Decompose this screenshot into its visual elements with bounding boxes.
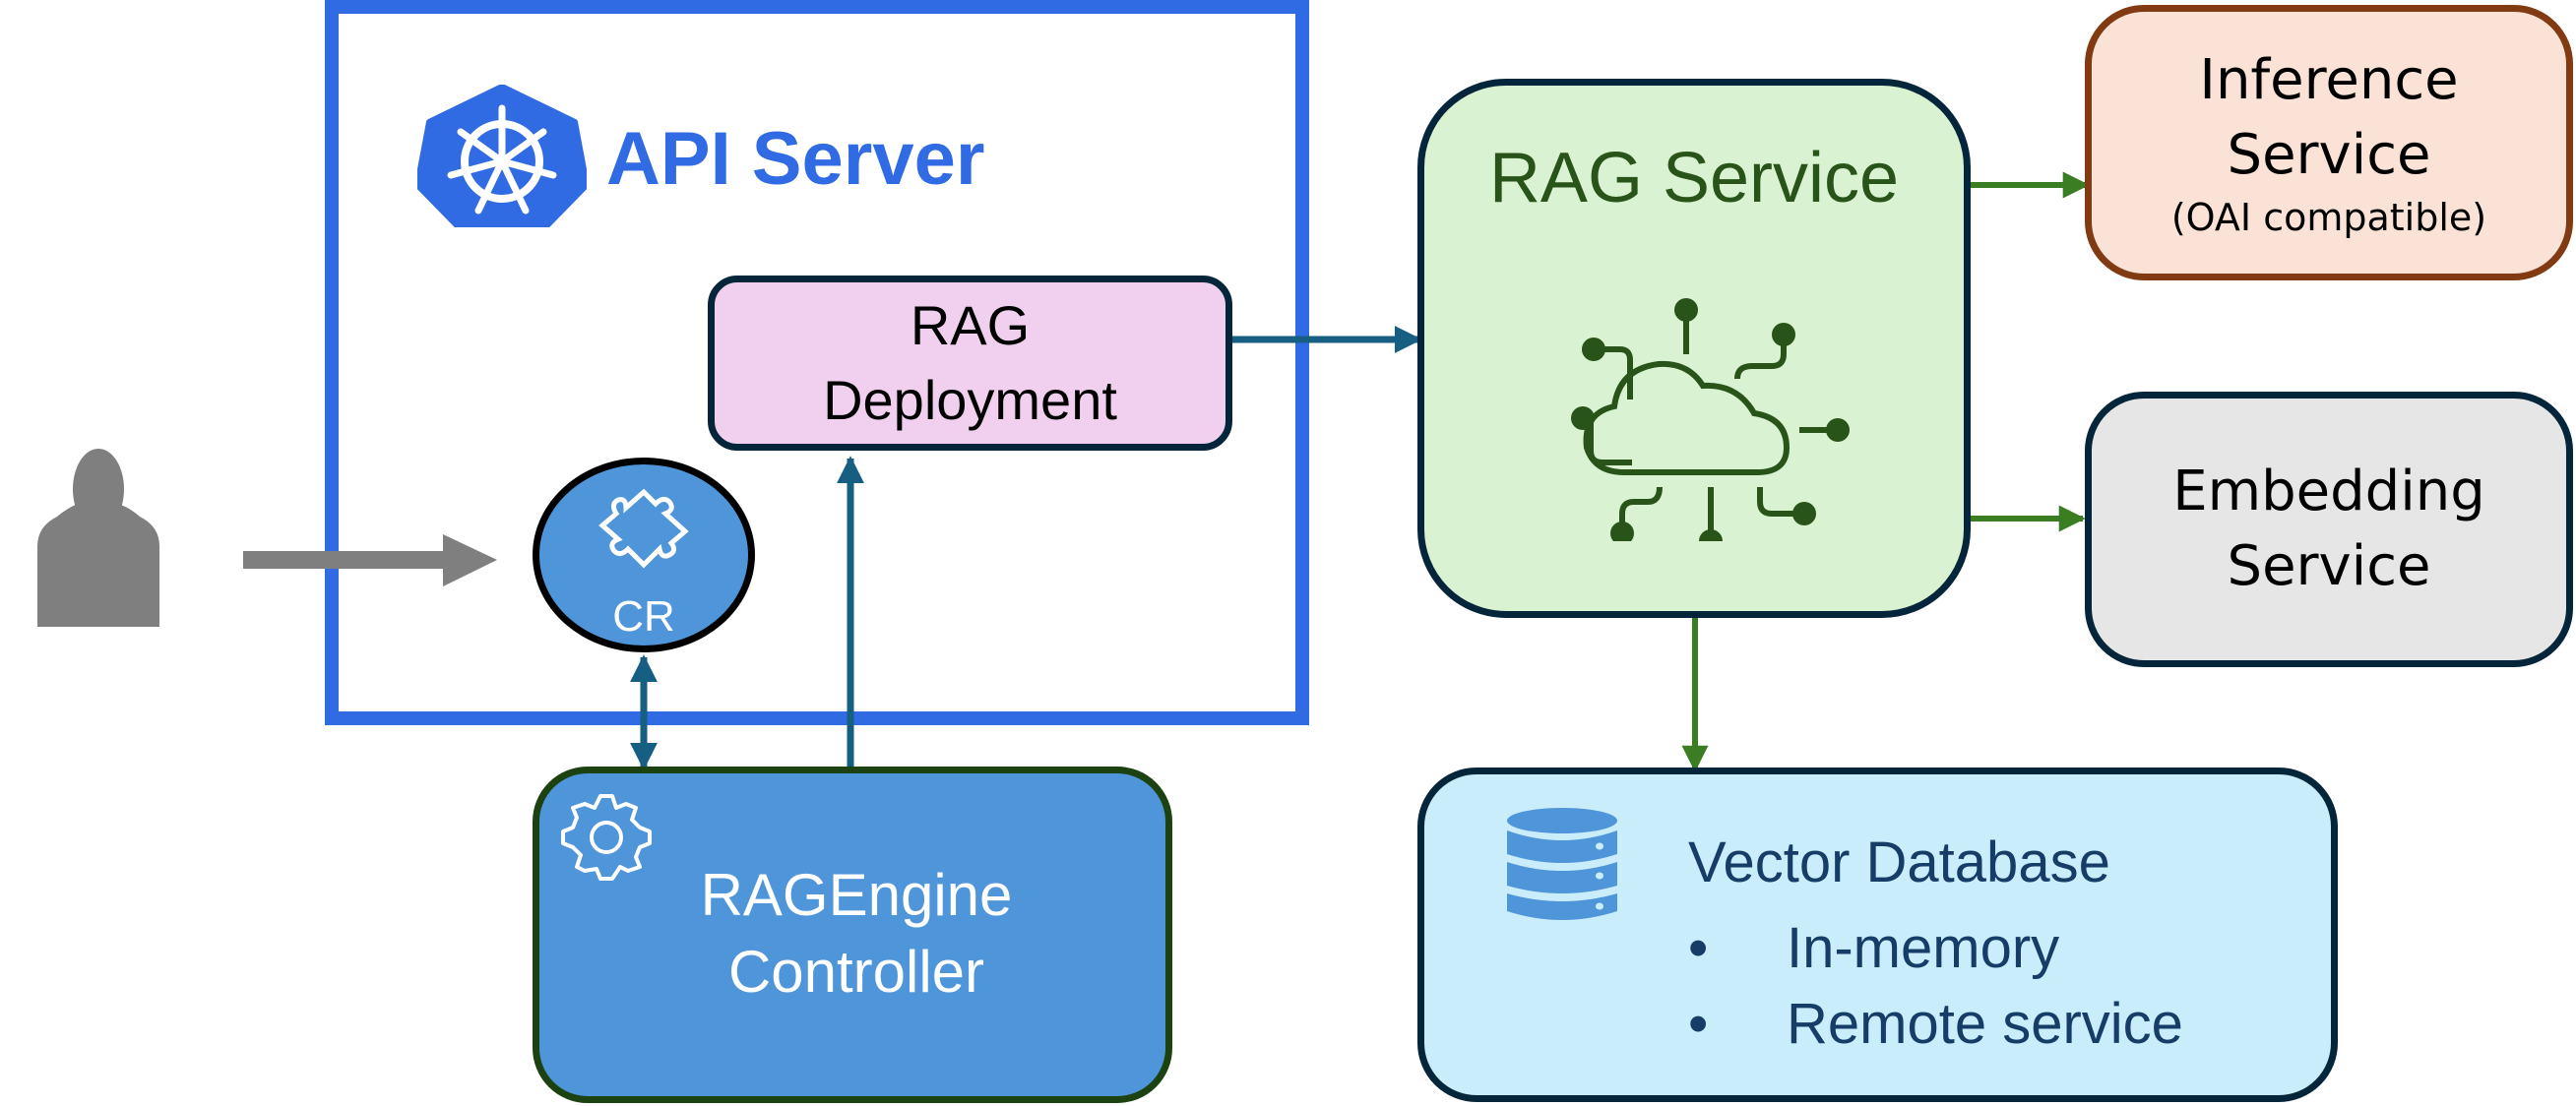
api-server-boundary <box>325 0 1309 725</box>
kubernetes-helm-icon <box>417 85 587 227</box>
rag-deployment-label-line2: Deployment <box>823 369 1117 431</box>
vector-database-item: •Remote service <box>1688 996 2183 1053</box>
rag-service-node[interactable] <box>1417 79 1971 618</box>
bullet: • <box>1688 916 1709 980</box>
database-icon <box>1507 808 1617 920</box>
embedding-label-line2: Service <box>2227 534 2431 598</box>
puzzle-icon <box>598 488 689 569</box>
controller-label-line2: Controller <box>727 939 985 1005</box>
vector-database-item-label: In-memory <box>1787 916 2060 980</box>
controller-label-line1: RAGEngine <box>700 862 1013 928</box>
inference-label-line1: Inference <box>2199 48 2459 112</box>
vector-database-title: Vector Database <box>1688 830 2110 894</box>
gear-icon <box>561 794 652 881</box>
inference-service-node[interactable]: Inference Service (OAI compatible) <box>2085 5 2573 280</box>
cr-label: CR <box>612 592 675 641</box>
bullet: • <box>1688 992 1709 1056</box>
api-server-title: API Server <box>606 117 985 201</box>
rag-service-title: RAG Service <box>1488 139 1900 217</box>
embedding-service-node[interactable]: Embedding Service <box>2085 392 2573 667</box>
edge-user-to-cr <box>243 534 497 586</box>
inference-subtitle: (OAI compatible) <box>2170 196 2487 239</box>
inference-label-line2: Service <box>2227 123 2431 187</box>
embedding-label-line1: Embedding <box>2172 460 2485 523</box>
rag-deployment-label-line1: RAG <box>910 294 1031 356</box>
vector-database-item-label: Remote service <box>1787 992 2183 1056</box>
ragengine-controller-node[interactable] <box>533 767 1172 1103</box>
user-icon <box>37 449 159 627</box>
cloud-network-icon <box>1571 298 1850 541</box>
rag-deployment-node[interactable]: RAG Deployment <box>708 276 1232 451</box>
vector-database-item: •In-memory <box>1688 920 2059 977</box>
